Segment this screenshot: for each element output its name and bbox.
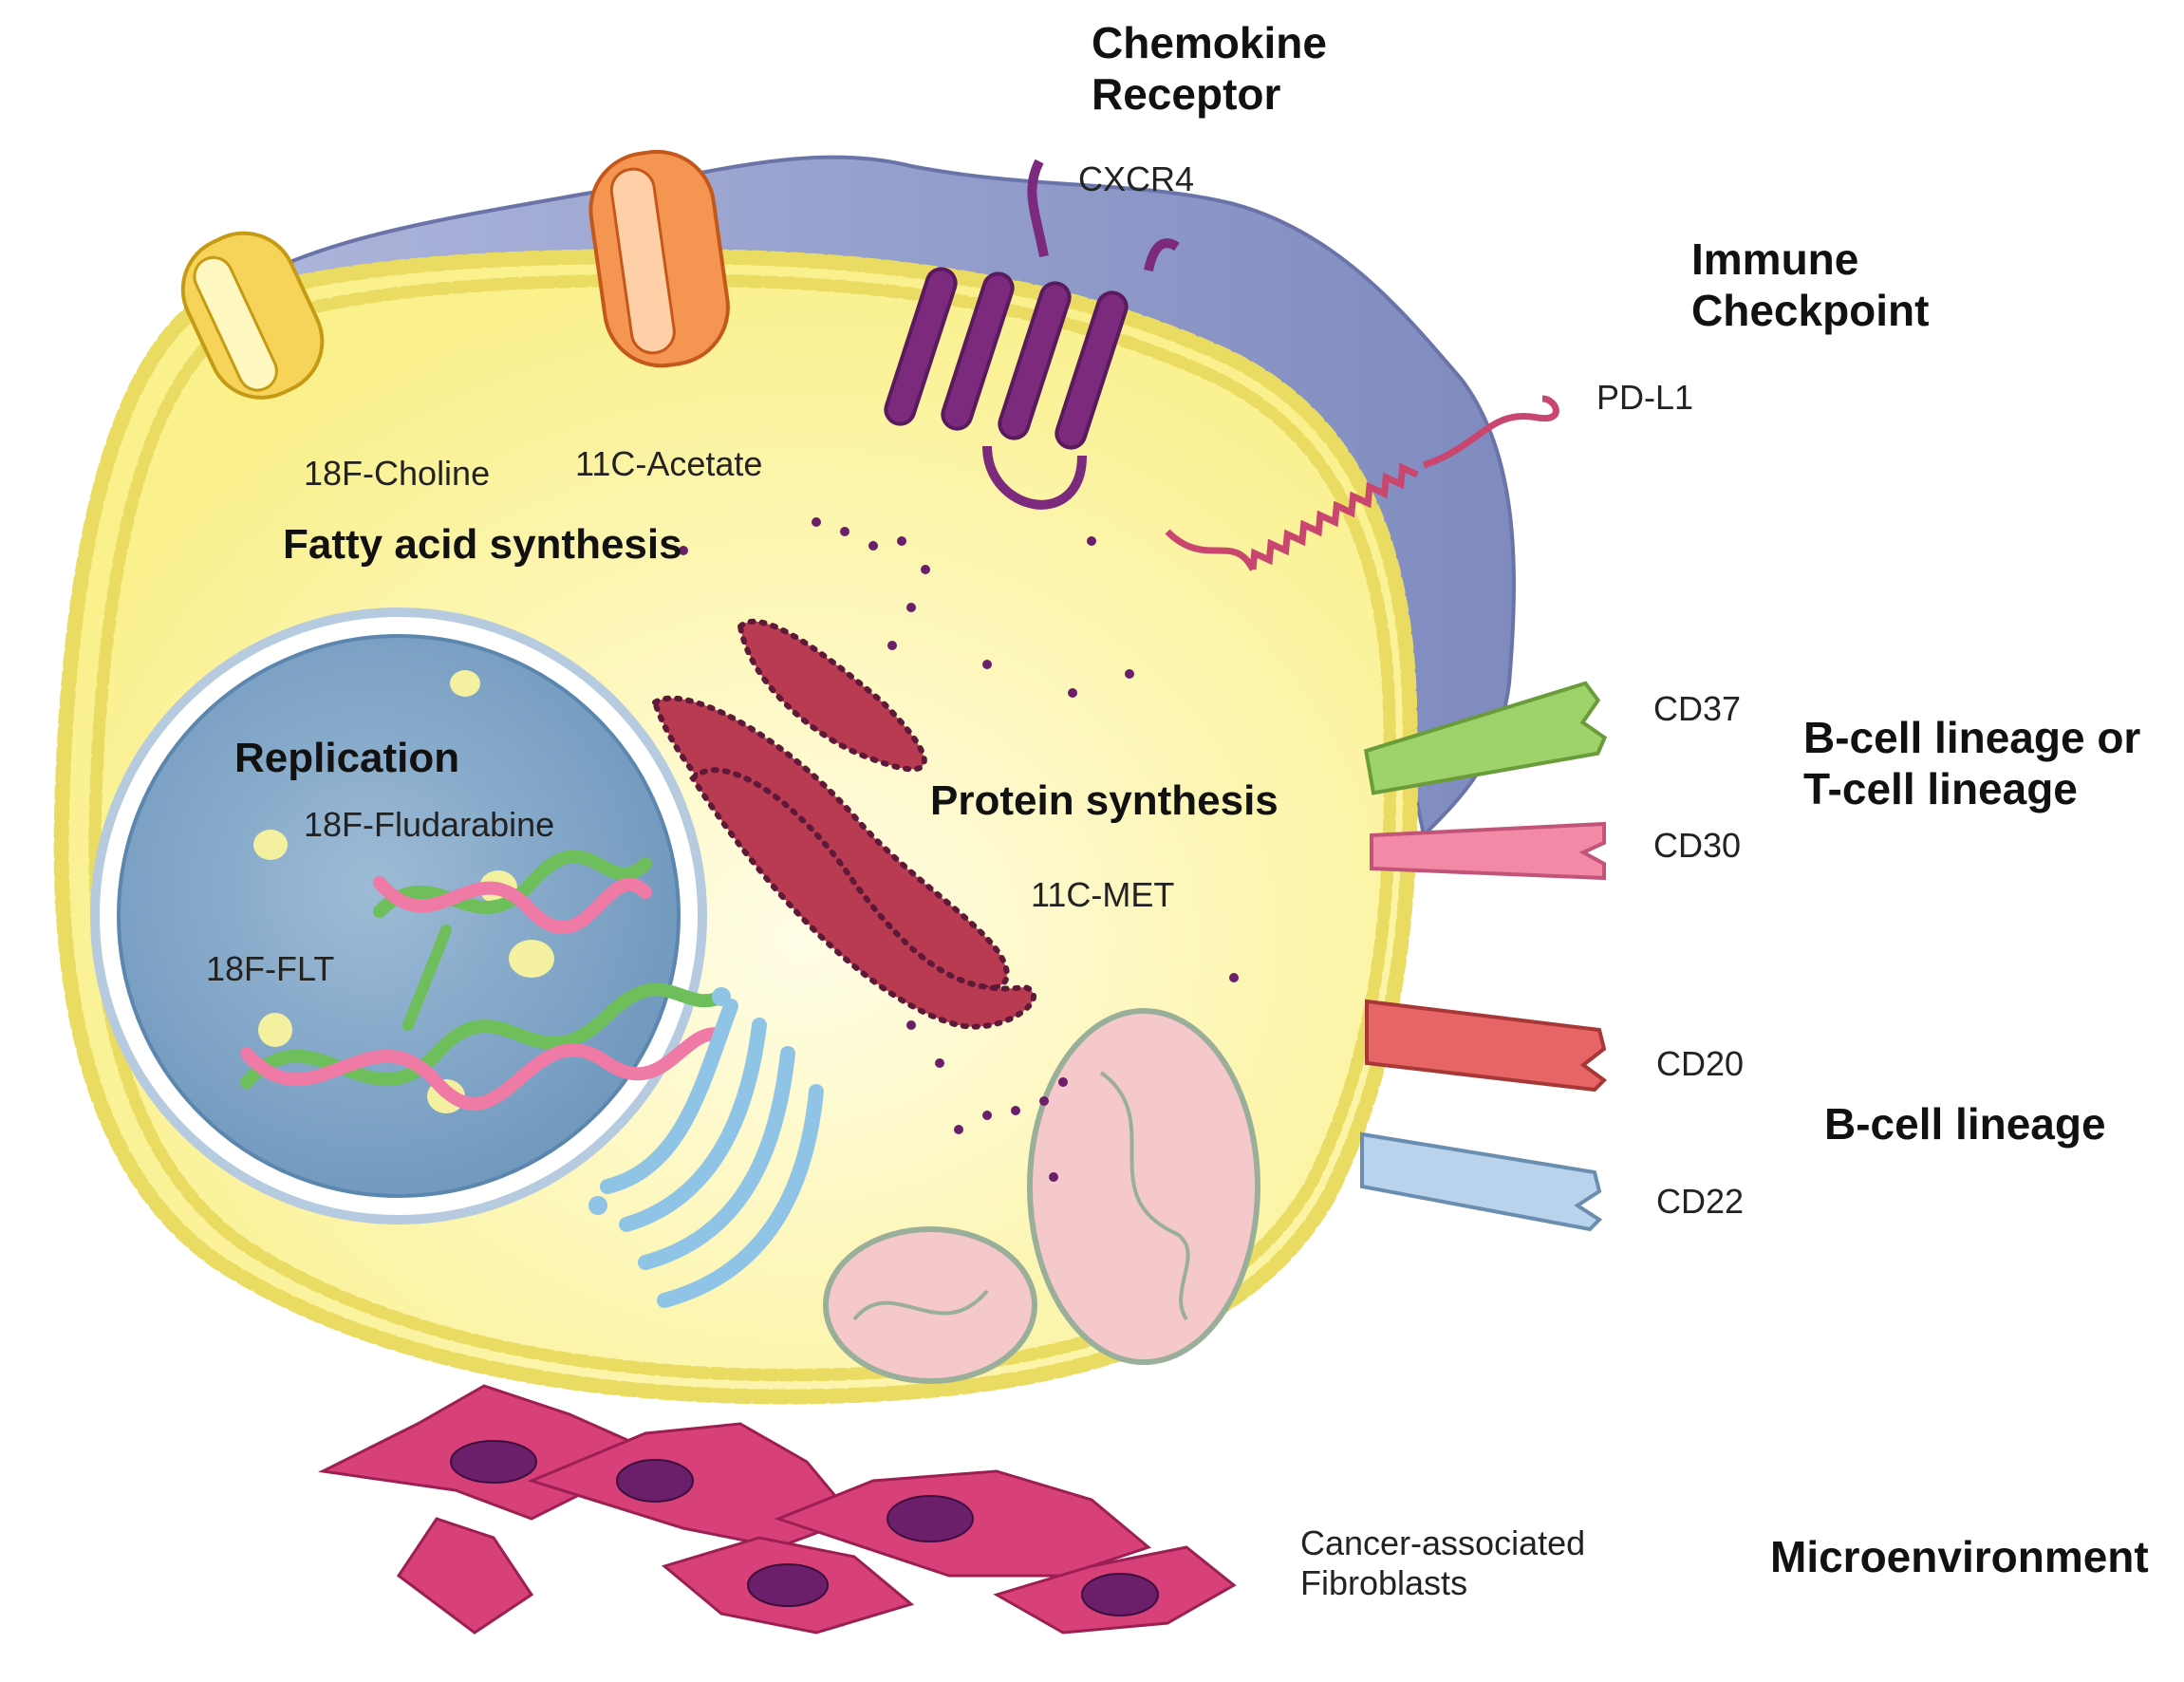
label-replication: Replication [234, 735, 460, 781]
label-fatty-acid-synthesis: Fatty acid synthesis [283, 521, 682, 568]
cd30-receptor [1370, 821, 1606, 881]
label-18f-fludarabine: 18F-Fludarabine [304, 805, 555, 844]
label-caf-line2: Fibroblasts [1300, 1563, 1468, 1603]
cxcr4-receptor [884, 159, 1180, 510]
choline-transporter [180, 231, 325, 400]
heading-b-or-t-lineage: B-cell lineage or T-cell lineage [1803, 712, 2140, 815]
cd20-receptor [1365, 999, 1608, 1093]
endoplasmic-reticulum [651, 618, 1036, 1030]
mitochondrion-small [823, 1226, 1037, 1384]
heading-immune-checkpoint: Immune Checkpoint [1691, 234, 1929, 337]
acetate-transporter [588, 149, 730, 368]
cd37-receptor [1363, 681, 1608, 795]
label-11c-met: 11C-MET [1031, 875, 1175, 914]
label-cd20: CD20 [1656, 1044, 1745, 1083]
label-pdl1: PD-L1 [1596, 378, 1694, 417]
heading-b-or-t-line1: B-cell lineage or [1803, 713, 2141, 762]
heading-immune-line1: Immune [1691, 234, 1859, 284]
lipid-bilayer-outer [53, 248, 1419, 1405]
heading-b-lineage: B-cell lineage [1824, 1099, 2106, 1149]
mitochondrion-large [1027, 1008, 1260, 1365]
heading-chemokine-line1: Chemokine [1092, 18, 1327, 67]
cd22-receptor [1360, 1131, 1603, 1232]
label-cd22: CD22 [1656, 1182, 1745, 1221]
label-cancer-associated-fibroblasts: Cancer-associated Fibroblasts [1300, 1523, 1585, 1604]
heading-chemokine-line2: Receptor [1092, 69, 1281, 120]
label-cxcr4: CXCR4 [1078, 159, 1195, 198]
heading-b-or-t-line2: T-cell lineage [1803, 764, 2078, 814]
label-11c-acetate: 11C-Acetate [575, 444, 763, 483]
dna-double-helix [240, 850, 728, 1111]
heading-chemokine-receptor: Chemokine Receptor [1092, 17, 1327, 121]
ribosomes [679, 517, 1239, 1182]
nucleus [90, 607, 707, 1224]
label-protein-synthesis: Protein synthesis [930, 777, 1279, 824]
label-18f-flt: 18F-FLT [206, 949, 335, 988]
cancer-associated-fibroblasts [318, 1384, 1237, 1635]
heading-immune-line2: Checkpoint [1691, 286, 1930, 336]
label-caf-line1: Cancer-associated [1300, 1523, 1586, 1562]
label-18f-choline: 18F-Choline [304, 454, 491, 493]
label-cd30: CD30 [1653, 826, 1742, 865]
heading-microenvironment: Microenvironment [1770, 1532, 2149, 1581]
pdl1-protein [1165, 395, 1559, 571]
golgi-apparatus [588, 987, 824, 1308]
label-cd37: CD37 [1653, 689, 1742, 728]
